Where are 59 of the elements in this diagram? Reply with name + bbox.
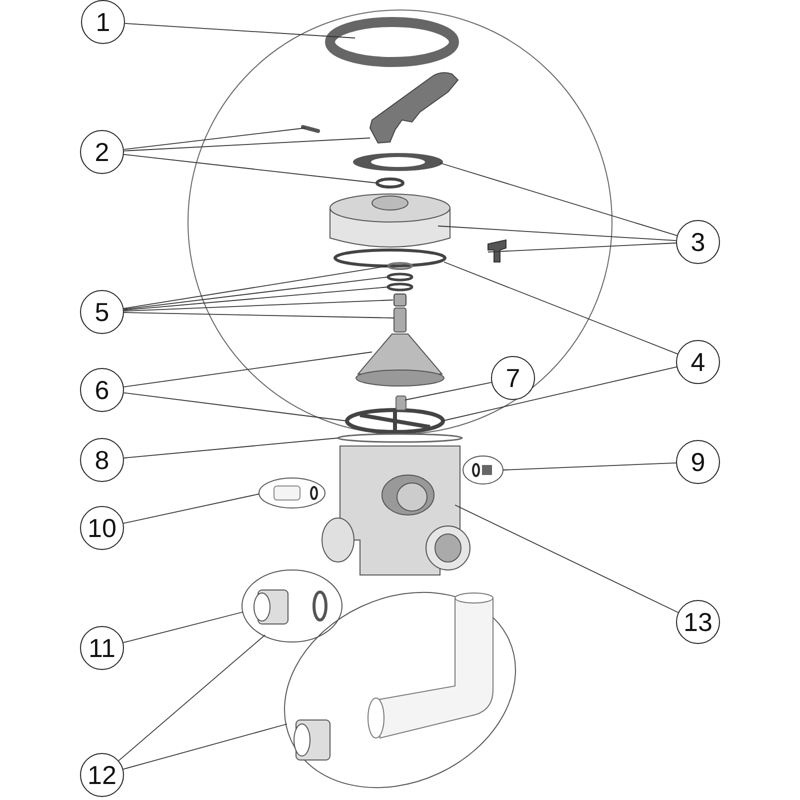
drain-plug-drawing	[462, 456, 504, 484]
callout-number: 6	[80, 368, 124, 412]
stem-icon	[396, 396, 406, 410]
washer-icon	[376, 178, 404, 188]
valve-body-drawing	[322, 446, 470, 576]
ring-drawing	[325, 17, 459, 67]
callout-number: 1	[81, 0, 125, 44]
leader-line	[123, 352, 372, 388]
callout-number: 3	[676, 220, 720, 264]
callout-number: 5	[80, 290, 124, 334]
seal-ring-icon	[337, 433, 463, 443]
rotor-cone-drawing	[356, 334, 444, 386]
cover-drawing	[330, 194, 450, 248]
leader-line	[123, 266, 388, 309]
handle-drawing	[370, 72, 458, 144]
callout-number: 8	[80, 438, 124, 482]
callout-number: 12	[80, 753, 124, 797]
leader-line	[124, 138, 370, 152]
leader-line	[122, 724, 288, 770]
callout-number: 9	[676, 440, 720, 484]
gasket-drawing	[353, 153, 443, 171]
plug-drawing	[258, 478, 326, 508]
leader-line	[123, 154, 378, 184]
leader-line	[444, 262, 678, 354]
o-ring-icon	[386, 282, 414, 292]
star-gasket-drawing	[345, 408, 445, 434]
callout-number: 4	[676, 340, 720, 384]
callout-number: 2	[80, 130, 124, 174]
knob-icon	[488, 239, 506, 262]
callout-number: 13	[676, 600, 720, 644]
leader-line	[442, 366, 678, 422]
leader-line	[123, 276, 388, 310]
o-ring-icon	[387, 262, 413, 270]
leader-line	[124, 300, 394, 312]
union-elbow-drawing	[284, 592, 516, 788]
leader-line	[502, 462, 676, 470]
o-ring-drawing	[334, 248, 446, 268]
leader-line	[122, 612, 244, 644]
callout-number: 7	[491, 356, 535, 400]
spring-drawing	[394, 308, 406, 332]
leader-line	[118, 634, 266, 762]
o-ring-icon	[386, 272, 414, 282]
leader-line	[488, 242, 676, 252]
union-drawing	[242, 570, 342, 642]
leader-line	[123, 128, 306, 150]
leader-line	[123, 286, 388, 311]
leader-line	[438, 226, 676, 242]
leader-line	[404, 382, 492, 400]
leader-line	[124, 312, 394, 318]
leader-line	[123, 438, 338, 458]
pin-icon	[301, 125, 320, 133]
leader-line	[454, 504, 679, 613]
leader-line	[440, 162, 678, 236]
leader-line	[124, 22, 356, 38]
leader-line	[123, 392, 348, 422]
shaft-top-icon	[394, 294, 406, 306]
callout-number: 11	[80, 626, 124, 670]
leader-line	[123, 494, 260, 524]
callout-number: 10	[80, 506, 124, 550]
